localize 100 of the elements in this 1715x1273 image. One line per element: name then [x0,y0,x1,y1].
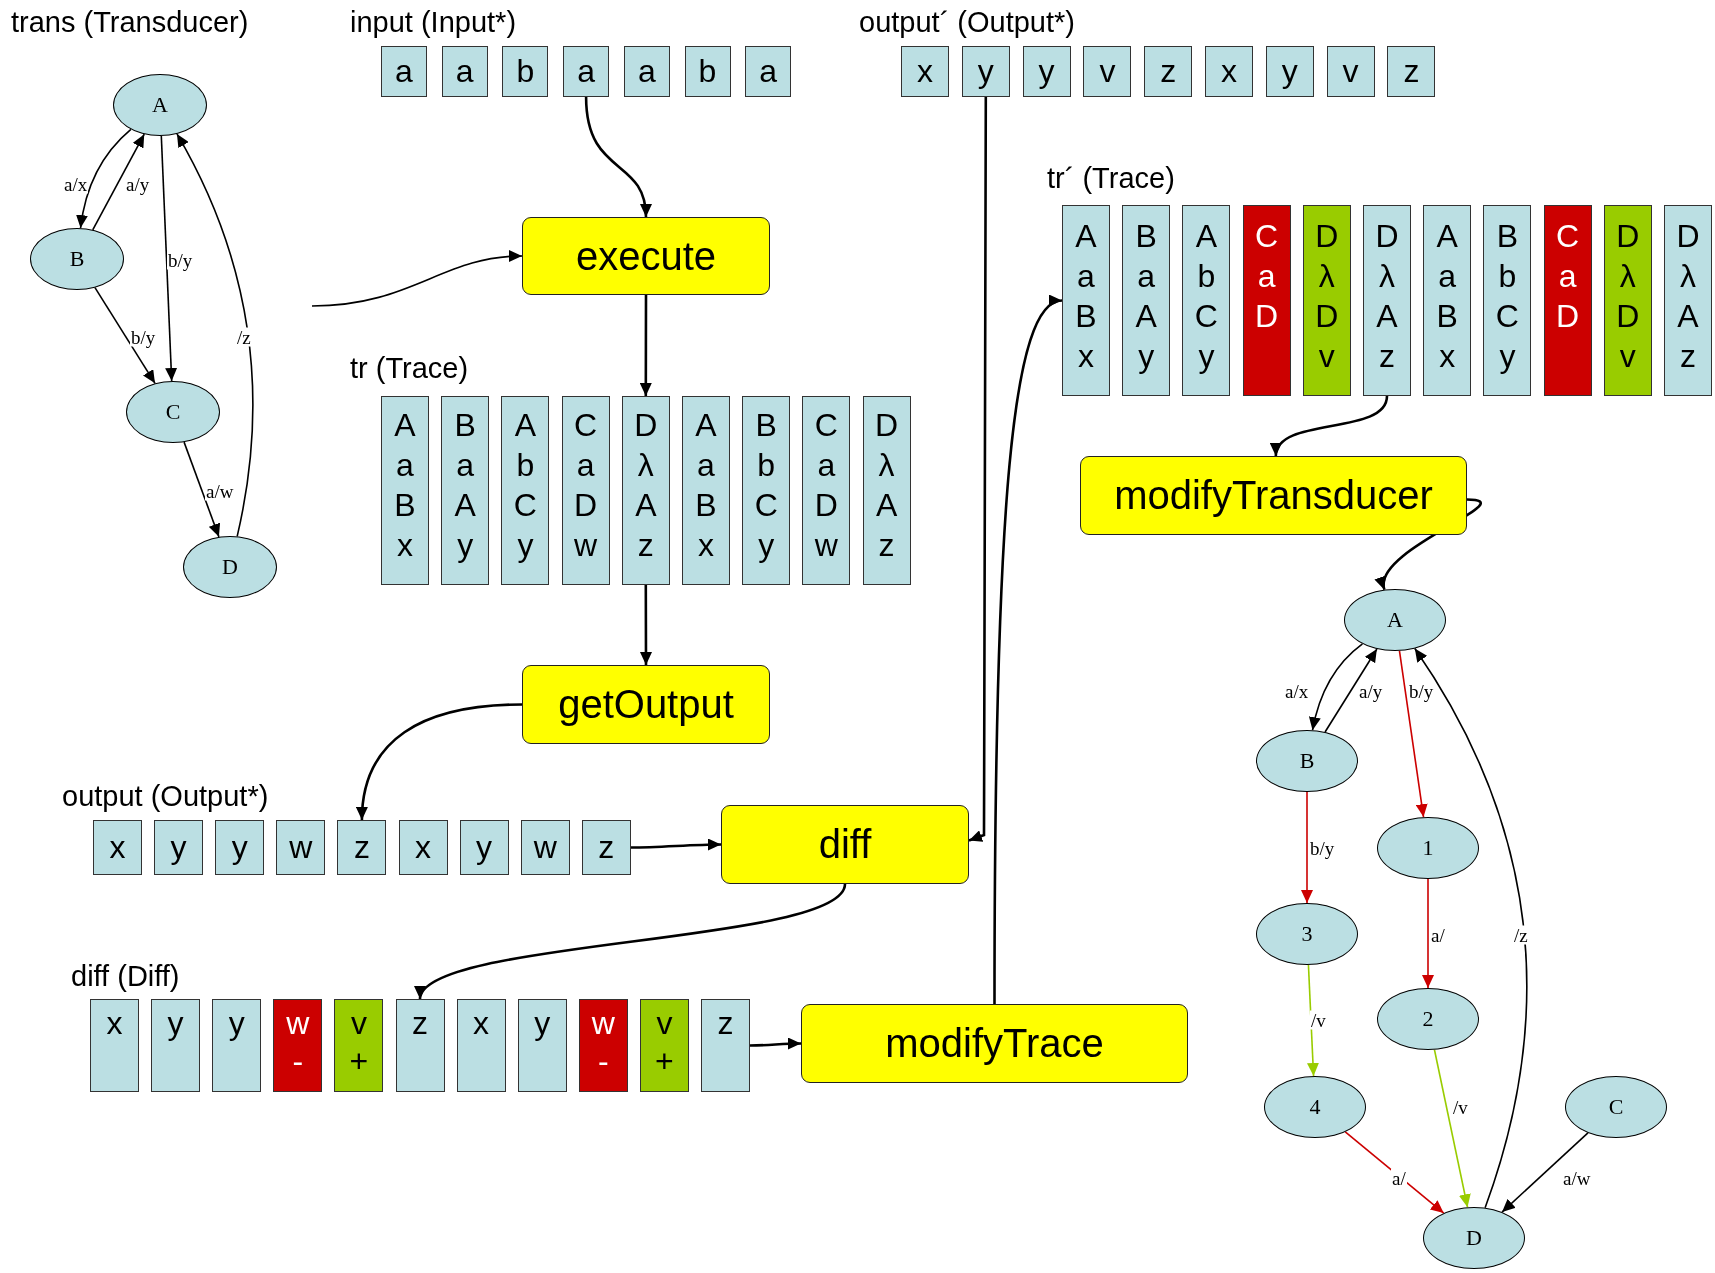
sequence-cell [441,396,490,585]
cell-symbol: + [349,1042,369,1080]
sequence-cell [1363,205,1411,396]
cell-symbol: a [576,446,595,485]
cell-symbol: C [574,406,598,445]
cell-symbol: z [1160,52,1177,91]
cell-symbol: y [1038,52,1055,91]
cell-symbol: D [1616,297,1640,336]
cell-symbol: z [1403,52,1420,91]
cell-symbol: a [456,446,475,485]
state-label: A [152,92,168,118]
cell-symbol: x [1078,337,1094,376]
group-heading: trans (Transducer) [11,6,249,39]
cell-symbol: x [917,52,933,91]
state-label: 4 [1309,1094,1321,1120]
sequence-cell [501,396,550,585]
sequence-cell [151,999,201,1092]
arrow [1501,1132,1589,1213]
cell-symbol: A [1075,217,1097,256]
cell-symbol: D [814,486,838,525]
cell-symbol: λ [1619,257,1636,296]
cell-symbol: v [1318,337,1335,376]
sequence-cell [1144,46,1193,97]
cell-symbol: A [1376,297,1398,336]
cell-symbol: v [656,1004,673,1042]
sequence-cell [961,46,1010,97]
sequence-cell [520,820,570,875]
cell-symbol: v [1099,52,1116,91]
process-label: execute [575,233,717,279]
cell-symbol: z [637,526,654,565]
sequence-cell [1022,46,1071,97]
sequence-cell [745,46,792,97]
cell-symbol: a [817,446,836,485]
cell-symbol: - [597,1042,609,1080]
cell-symbol: y [1281,52,1298,91]
sequence-cell [1483,205,1532,396]
group-heading: input (Input*) [350,6,517,39]
sequence-cell [1205,46,1253,97]
arrow [1324,648,1378,733]
process-box [522,217,770,295]
edge-label: /z [1513,925,1529,945]
sequence-cell [381,46,427,97]
cell-symbol: a [577,52,595,91]
arrow [750,1037,801,1050]
cell-symbol: D [1315,217,1339,256]
cell-symbol: z [878,526,895,565]
cell-symbol: y [1499,337,1516,376]
cell-symbol: - [292,1042,304,1080]
cell-symbol: a [1077,257,1095,296]
cell-symbol: D [634,406,658,445]
cell-symbol: y [758,526,775,565]
state-label: A [1387,607,1403,633]
arrow [183,441,221,538]
cell-symbol: B [695,486,717,525]
cell-symbol: C [1495,297,1519,336]
sequence-cell [581,820,631,875]
sequence-cell [212,999,262,1092]
cell-symbol: a [1137,257,1156,296]
cell-symbol: z [598,828,615,867]
cell-symbol: w [574,526,598,565]
cell-symbol: a [455,52,474,91]
sequence-cell [901,46,949,97]
cell-symbol: y [534,1004,551,1042]
sequence-cell [563,46,610,97]
inserted-cell [1302,205,1351,396]
process-label: modifyTrace [885,1021,1104,1066]
state-label: B [69,246,85,272]
group-heading: tr (Trace) [350,352,469,385]
arrow [1306,964,1319,1077]
cell-symbol: y [1138,337,1155,376]
cell-symbol: D [1255,297,1279,336]
sequence-cell [1387,46,1436,97]
cell-symbol: b [516,52,535,91]
cell-symbol: D [1676,217,1700,256]
sequence-cell [459,820,509,875]
sequence-cell [802,396,851,585]
cell-symbol: A [635,486,657,525]
arrow [94,286,156,385]
cell-symbol: y [977,52,994,91]
arrow [1273,395,1389,457]
cell-symbol: B [1135,217,1157,256]
cell-symbol: w [814,526,838,565]
cell-symbol: a [637,52,656,91]
process-label: modifyTransducer [1114,473,1433,518]
cell-symbol: D [875,406,899,445]
cell-symbol: b [698,52,717,91]
arrow [1433,1048,1471,1209]
arrow [630,838,721,851]
cell-symbol: C [1194,297,1218,336]
arrow [1398,650,1428,818]
state-label: C [1608,1094,1624,1120]
edge-label: b/y [167,250,194,270]
state-label: 3 [1301,921,1313,947]
cell-symbol: + [655,1042,674,1080]
cell-symbol: λ [1379,257,1395,296]
cell-symbol: y [231,828,248,867]
arrow [1301,791,1313,904]
cell-symbol: λ [637,446,654,485]
sequence-cell [502,46,549,97]
cell-symbol: b [516,446,535,485]
